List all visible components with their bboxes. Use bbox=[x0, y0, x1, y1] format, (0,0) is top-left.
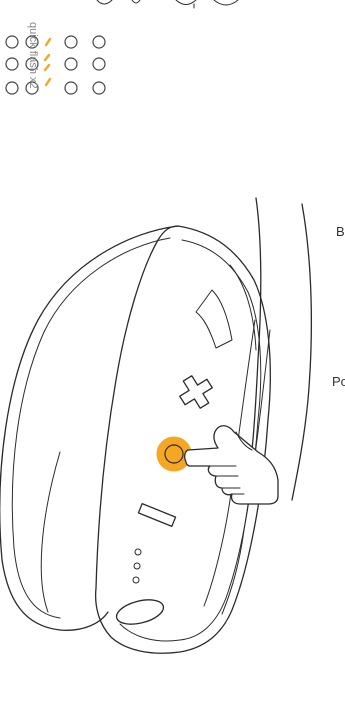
cropped-heading-fragment bbox=[97, 0, 238, 8]
minus-button-icon[interactable] bbox=[138, 504, 175, 527]
led-dashes bbox=[45, 39, 50, 85]
callout-label-b: B bbox=[336, 224, 345, 239]
charging-port bbox=[114, 596, 166, 629]
led-caption: quick flash x2 bbox=[27, 22, 39, 89]
plus-button-icon[interactable] bbox=[174, 370, 218, 414]
led-grid-right bbox=[65, 36, 105, 94]
callout-label-po: Po bbox=[332, 374, 345, 389]
ear-cushion bbox=[0, 226, 178, 630]
pointing-hand-icon bbox=[185, 426, 278, 504]
led-indicator-icon bbox=[133, 549, 141, 583]
led-pattern: quick flash x2 bbox=[6, 22, 105, 94]
